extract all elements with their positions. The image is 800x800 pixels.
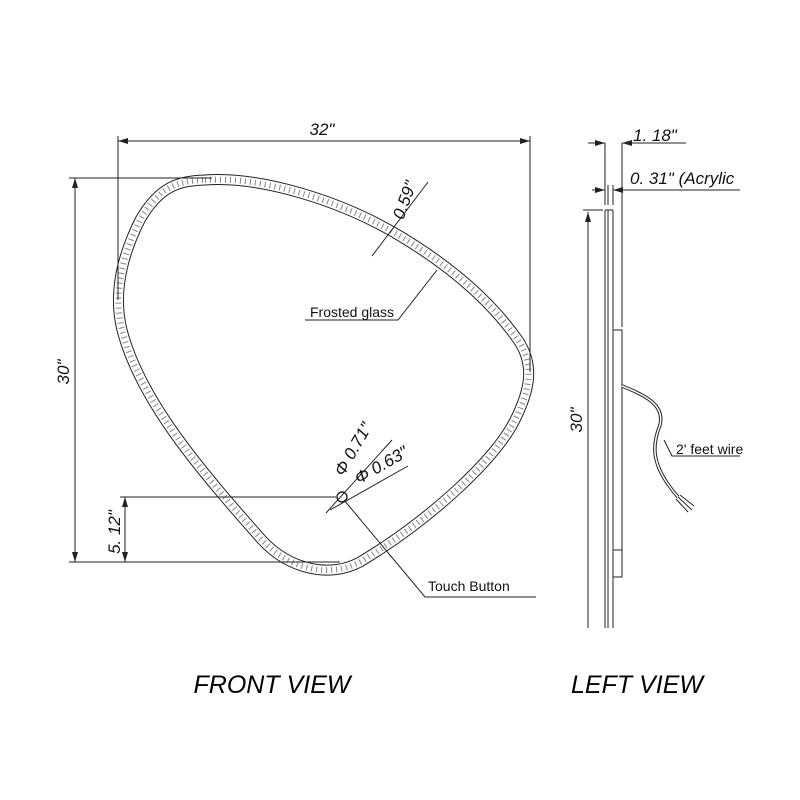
height-dim: 30" [54, 359, 73, 385]
back-housing [612, 329, 623, 578]
width-dim: 32" [310, 120, 336, 139]
button-height-dim: 5. 12" [105, 509, 124, 554]
left-view [583, 140, 740, 628]
left-view-title: LEFT VIEW [571, 671, 705, 699]
frosted-glass-label: Frosted glass [310, 304, 394, 320]
front-view [69, 136, 536, 598]
acrylic-dim: 0. 31" (Acrylic [630, 169, 735, 188]
wire-label: 2' feet wire [676, 441, 743, 457]
touch-button-label: Touch Button [428, 578, 510, 594]
depth-dim: 1. 18" [633, 126, 678, 145]
front-view-title: FRONT VIEW [194, 671, 353, 699]
mirror-outline [113, 174, 535, 576]
left-height-dim: 30" [567, 407, 586, 433]
touch-button [336, 491, 348, 503]
border-dim: 0.59" [389, 178, 421, 222]
power-wire [621, 384, 680, 499]
